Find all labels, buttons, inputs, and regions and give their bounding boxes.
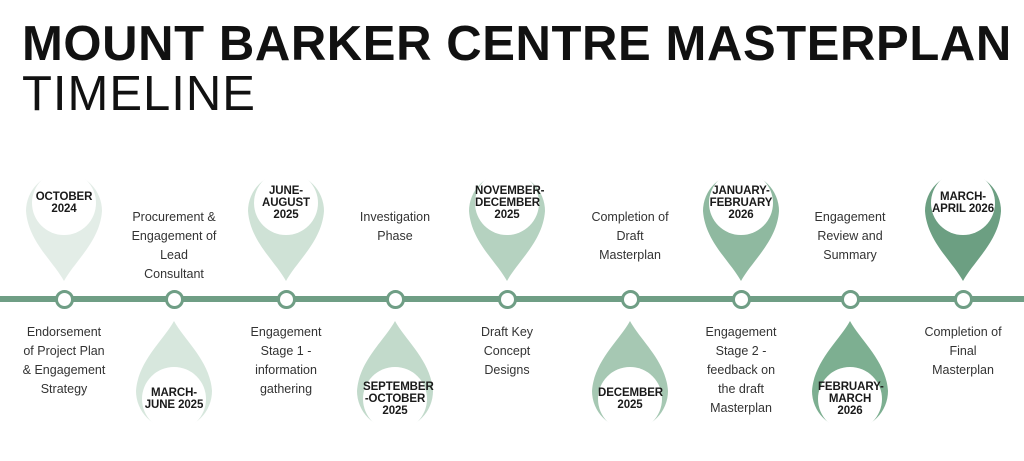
milestone-date: MARCH- APRIL 2026: [931, 191, 995, 215]
timeline-dot: [386, 290, 405, 309]
milestone-date: JUNE- AUGUST 2025: [262, 185, 310, 221]
milestone-date: NOVEMBER- DECEMBER 2025: [475, 185, 545, 221]
milestone-description: Completion of Draft Masterplan: [591, 210, 669, 262]
page-subtitle: TIMELINE: [22, 67, 256, 121]
timeline-dot: [621, 290, 640, 309]
timeline-dot: [165, 290, 184, 309]
milestone-pin: JUNE- AUGUST 2025: [244, 163, 328, 283]
map-pin-icon: [26, 171, 102, 281]
milestone-pin: FEBRUARY- MARCH 2026: [808, 319, 892, 439]
map-pin-icon: [703, 171, 779, 281]
milestone-pin: MARCH- APRIL 2026: [921, 163, 1005, 283]
page-title: MOUNT BARKER CENTRE MASTERPLAN: [22, 17, 1012, 71]
milestone-date: DECEMBER 2025: [598, 387, 664, 411]
timeline-dot: [954, 290, 973, 309]
milestone-date: MARCH- JUNE 2025: [144, 387, 204, 411]
milestone-description: Procurement & Engagement of Lead Consult…: [131, 210, 217, 281]
map-pin-icon: [812, 321, 888, 431]
milestone-pin: NOVEMBER- DECEMBER 2025: [465, 163, 549, 283]
milestone-description: Endorsement of Project Plan & Engagement…: [22, 325, 106, 396]
timeline-dot: [277, 290, 296, 309]
map-pin-icon: [592, 321, 668, 431]
milestone-pin: DECEMBER 2025: [588, 319, 672, 439]
milestone-pin: JANUARY- FEBRUARY 2026: [699, 163, 783, 283]
milestone-description: Engagement Review and Summary: [814, 210, 886, 262]
milestone-date: OCTOBER 2024: [35, 191, 93, 215]
timeline-dot: [841, 290, 860, 309]
milestone-date: JANUARY- FEBRUARY 2026: [709, 185, 773, 221]
milestone-description: Engagement Stage 2 - feedback on the dra…: [705, 325, 777, 415]
milestone-date: FEBRUARY- MARCH 2026: [818, 381, 884, 417]
milestone-description: Completion of Final Masterplan: [924, 325, 1002, 377]
milestone-description: Investigation Phase: [359, 210, 431, 243]
timeline-dot: [732, 290, 751, 309]
map-pin-icon: [136, 321, 212, 431]
map-pin-icon: [469, 171, 545, 281]
milestone-description: Engagement Stage 1 - information gatheri…: [250, 325, 322, 396]
milestone-pin: SEPTEMBER -OCTOBER 2025: [353, 319, 437, 439]
milestone-description: Draft Key Concept Designs: [480, 325, 534, 377]
milestone-date: SEPTEMBER -OCTOBER 2025: [363, 381, 434, 417]
timeline-dot: [498, 290, 517, 309]
milestone-pin: MARCH- JUNE 2025: [132, 319, 216, 439]
milestone-pin: OCTOBER 2024: [22, 163, 106, 283]
map-pin-icon: [248, 171, 324, 281]
timeline-dot: [55, 290, 74, 309]
map-pin-icon: [925, 171, 1001, 281]
map-pin-icon: [357, 321, 433, 431]
